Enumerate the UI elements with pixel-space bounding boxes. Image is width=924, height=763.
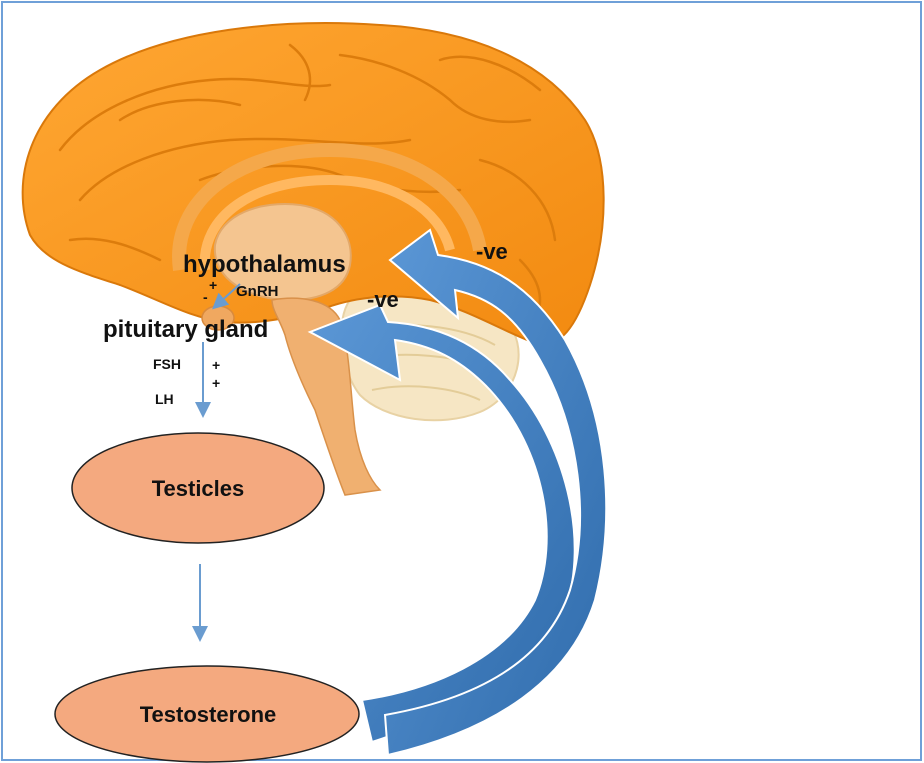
- plus-sign-gnrh: +: [209, 277, 217, 293]
- hypothalamus-label: hypothalamus: [183, 251, 346, 279]
- plus-sign-lh: +: [212, 375, 220, 391]
- testosterone-label: Testosterone: [53, 702, 363, 728]
- testicles-label: Testicles: [70, 476, 326, 502]
- lh-label: LH: [155, 391, 174, 407]
- negative-feedback-label-pituitary: -ve: [367, 287, 399, 313]
- pituitary-gland-label: pituitary gland: [103, 316, 268, 344]
- negative-feedback-label-hypothalamus: -ve: [476, 239, 508, 265]
- fsh-label: FSH: [153, 356, 181, 372]
- gnrh-label: GnRH: [236, 283, 279, 300]
- plus-sign-fsh: +: [212, 357, 220, 373]
- minus-sign-gnrh: -: [203, 289, 208, 305]
